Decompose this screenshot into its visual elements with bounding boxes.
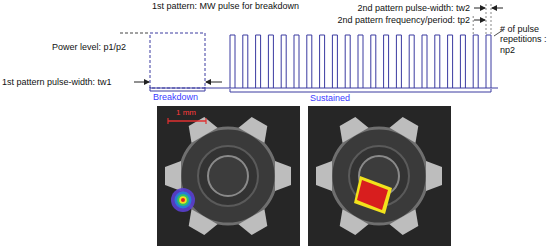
phase-label: Breakdown xyxy=(153,92,198,102)
pulse-width-label: 1st pattern pulse-width: tw1 xyxy=(2,77,112,87)
pattern-title: 1st pattern: MW pulse for breakdown xyxy=(152,1,299,11)
power-level-label: Power level: p1/p2 xyxy=(52,42,126,52)
pulse-width-label: 2nd pattern pulse-width: tw2 xyxy=(357,3,470,13)
phase-label: Sustained xyxy=(310,93,350,103)
scale-label: 1 mm xyxy=(176,108,196,117)
period-label: 2nd pattern frequency/period: tp2 xyxy=(337,15,470,25)
repetition-label: # of pulse repetitions : np2 xyxy=(500,24,548,55)
